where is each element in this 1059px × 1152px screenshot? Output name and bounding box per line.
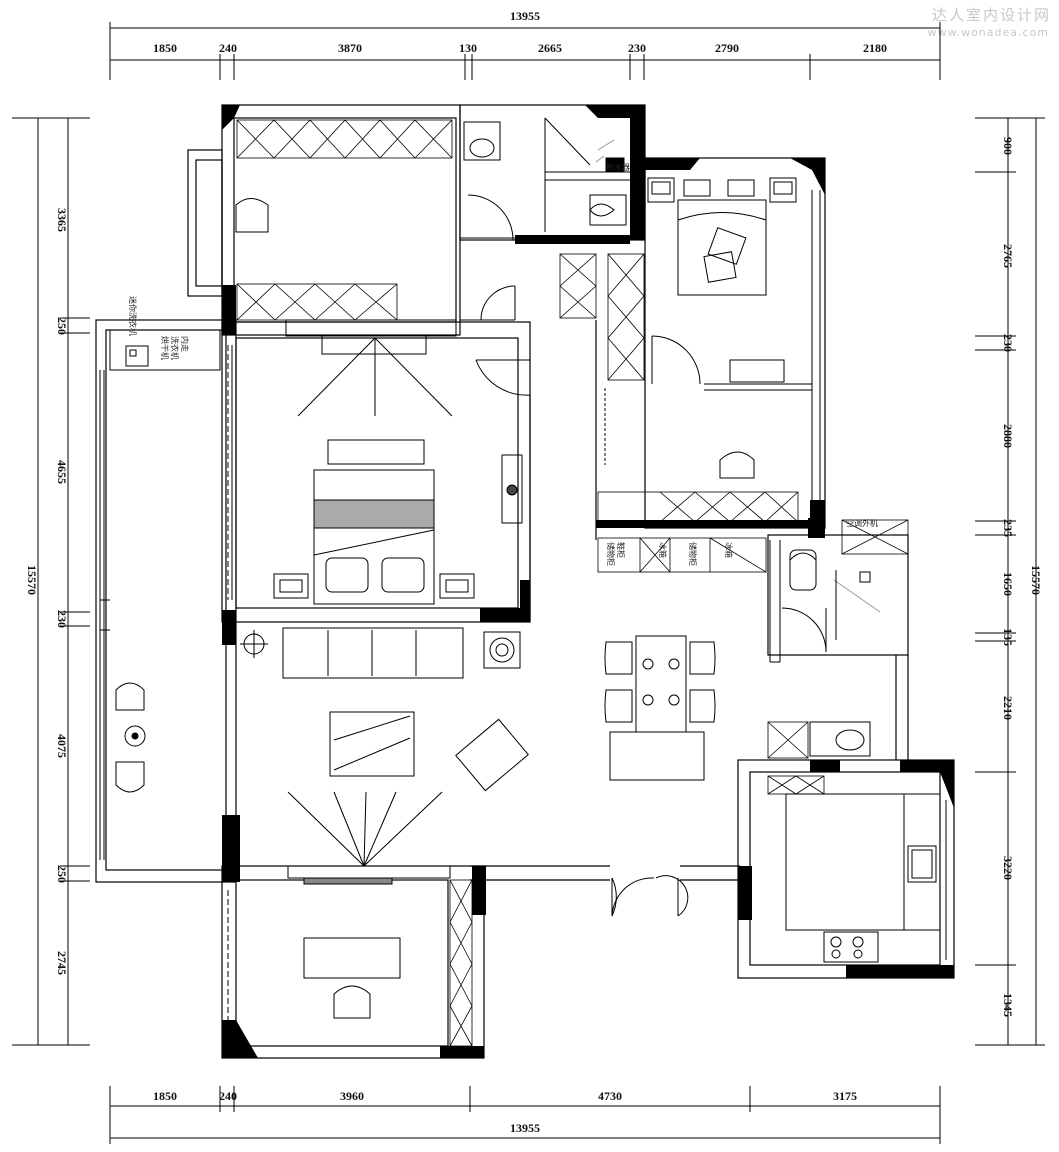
- label-washer: 洗衣机: [170, 336, 180, 360]
- dim-left-0: 3365: [55, 208, 69, 232]
- bedroom-1: [235, 194, 515, 245]
- dim-left-2: 4655: [55, 460, 69, 484]
- dim-top-7: 2180: [863, 41, 887, 55]
- dim-top-3: 130: [459, 41, 477, 55]
- dimension-labels: 13955 1850 240 3870 130 2665 230 2790 21…: [25, 9, 1043, 1135]
- dim-right-8: 3220: [1001, 856, 1015, 880]
- dim-right-0: 900: [1001, 137, 1015, 155]
- dim-bottom-1: 240: [219, 1089, 237, 1103]
- label-mini-washer: 迷你洗衣机: [128, 296, 138, 336]
- dim-right-6: 135: [1001, 628, 1015, 646]
- living-room: [240, 627, 529, 885]
- label-water-heater: 热水器: [606, 162, 630, 172]
- label-fridge-2: 冰箱: [724, 542, 734, 558]
- living-balcony: [99, 329, 221, 860]
- doors: [460, 285, 516, 321]
- label-dryer: 烘干机: [160, 336, 170, 360]
- dim-left-4: 4075: [55, 734, 69, 758]
- left-dimensions: [12, 117, 90, 1046]
- dim-top-2: 3870: [338, 41, 362, 55]
- watermark-url: www.wonadea.com: [927, 26, 1049, 39]
- watermark-title: 达人室内设计网: [931, 6, 1051, 24]
- dim-top-0: 1850: [153, 41, 177, 55]
- dim-bottom-total: 13955: [510, 1121, 540, 1135]
- dim-right-5: 1650: [1001, 572, 1015, 596]
- dim-top-4: 2665: [538, 41, 562, 55]
- master-bedroom: [227, 319, 531, 605]
- dim-right-9: 1345: [1001, 993, 1015, 1017]
- dim-right-3: 2880: [1001, 424, 1015, 448]
- dim-left-total: 15570: [25, 565, 39, 595]
- dim-bottom-4: 3175: [833, 1089, 857, 1103]
- dim-top-5: 230: [628, 41, 646, 55]
- dim-top-1: 240: [219, 41, 237, 55]
- dim-left-3: 230: [55, 610, 69, 628]
- label-inner: 内走: [180, 336, 190, 352]
- dim-top-total: 13955: [510, 9, 540, 23]
- wardrobes: [236, 119, 909, 1047]
- dim-bottom-3: 4730: [598, 1089, 622, 1103]
- label-shoe-cabinet: 鞋柜: [616, 542, 626, 558]
- bottom-dimensions: [109, 1086, 941, 1144]
- dim-left-1: 250: [55, 317, 69, 335]
- dim-bottom-0: 1850: [153, 1089, 177, 1103]
- top-dimensions: [109, 22, 941, 80]
- dim-left-5: 250: [55, 865, 69, 883]
- dim-right-total: 15570: [1029, 565, 1043, 595]
- dim-top-6: 2790: [715, 41, 739, 55]
- dim-right-4: 235: [1001, 519, 1015, 537]
- dim-right-7: 2210: [1001, 696, 1015, 720]
- right-bathroom: [781, 549, 881, 757]
- top-bathroom: [463, 117, 630, 232]
- bedroom-2: [604, 177, 821, 500]
- label-fridge-1: 冰箱: [658, 542, 668, 558]
- dining-area: [604, 540, 781, 917]
- dim-left-6: 2745: [55, 951, 69, 975]
- label-storage-1: 储物柜: [606, 542, 616, 566]
- fixture-labels: 迷你洗衣机 内走 洗衣机 烘干机 鞋柜 储物柜 冰箱 储物柜 冰箱 空调外机 热…: [128, 162, 878, 566]
- study: [227, 890, 401, 1040]
- label-ac: 空调外机: [846, 518, 878, 528]
- dim-bottom-2: 3960: [340, 1089, 364, 1103]
- wall-columns: [222, 105, 954, 1058]
- label-storage-2: 储物柜: [688, 542, 698, 566]
- kitchen: [785, 793, 947, 963]
- dim-right-2: 230: [1001, 334, 1015, 352]
- right-dimensions: [975, 117, 1045, 1046]
- dim-right-1: 2765: [1001, 244, 1015, 268]
